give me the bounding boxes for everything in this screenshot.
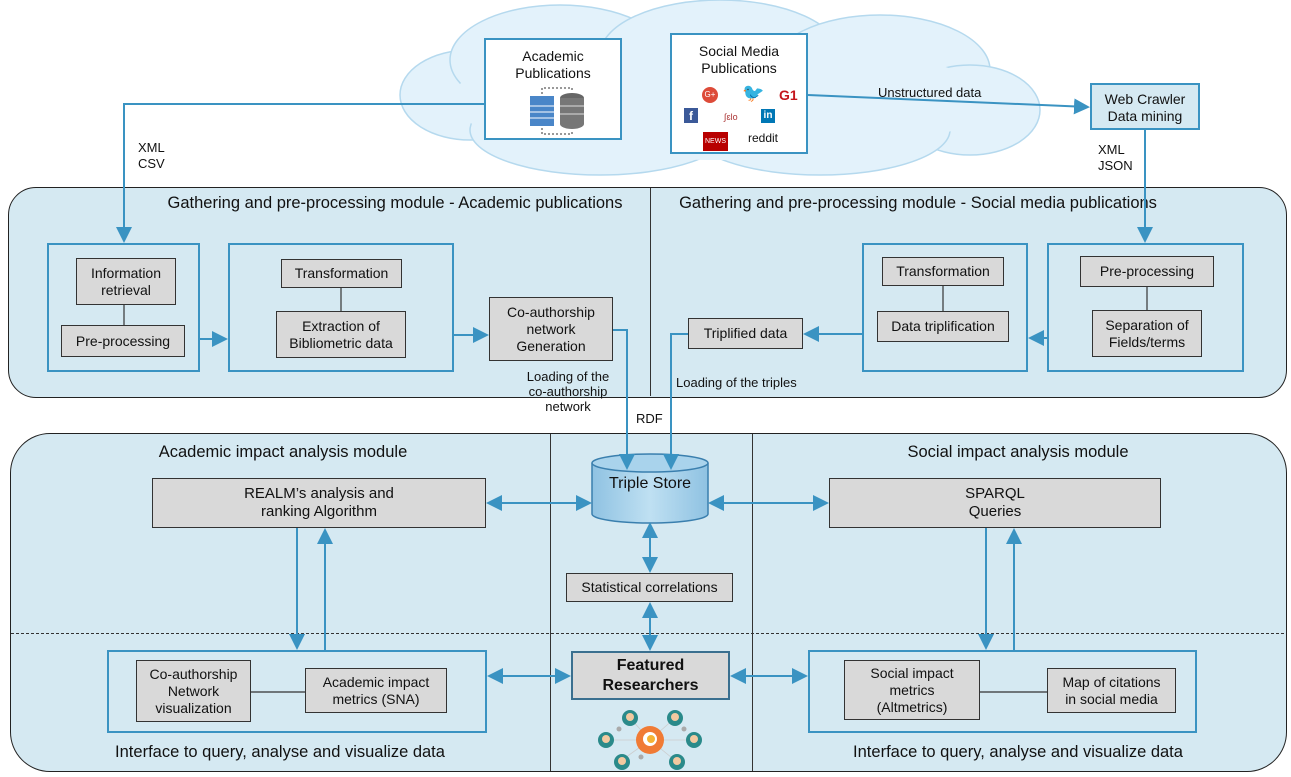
pre-processing-box-right: Pre-processing	[1080, 256, 1214, 287]
gathering-academic-title: Gathering and pre-processing module - Ac…	[167, 194, 623, 212]
sparql-queries-box: SPARQL Queries	[829, 478, 1161, 528]
csv-label: CSV	[138, 156, 165, 171]
academic-publications-source: Academic Publications	[484, 38, 622, 140]
academic-analysis-title: Academic impact analysis module	[158, 443, 408, 461]
social-media-label: Social Media Publications	[698, 43, 780, 76]
featured-researchers-box: Featured Researchers	[571, 651, 730, 700]
triple-store-label: Triple Store	[608, 475, 692, 492]
separation-box: Separation of Fields/terms	[1092, 310, 1202, 357]
google-plus-icon: G+	[702, 87, 718, 103]
pre-processing-box-left: Pre-processing	[61, 325, 185, 357]
retrieval-group	[47, 243, 200, 372]
gathering-social-title: Gathering and pre-processing module - So…	[679, 194, 1157, 212]
academic-publications-label: Academic Publications	[515, 48, 591, 81]
loading-network-label: Loading of the co-authorship network	[526, 369, 610, 414]
transformation-box-left: Transformation	[281, 259, 402, 288]
scielo-icon: ∫ɛlo	[724, 112, 738, 122]
document-database-icon	[530, 87, 584, 135]
divider-left	[550, 434, 551, 771]
loading-triples-label: Loading of the triples	[676, 375, 797, 390]
gathering-module	[8, 187, 1287, 398]
preprocessing-group-right	[1047, 243, 1244, 372]
coauthorship-generation-box: Co-authorship network Generation	[489, 297, 613, 361]
social-metrics-box: Social impact metrics (Altmetrics)	[844, 660, 980, 720]
xml-label-right: XML	[1098, 142, 1125, 157]
transformation-group-right	[862, 243, 1028, 372]
interface-left-label: Interface to query, analyse and visualiz…	[115, 743, 445, 761]
triplified-data-box: Triplified data	[688, 318, 803, 349]
coauthorship-visualization-box: Co-authorship Network visualization	[136, 660, 251, 722]
divider-right	[752, 434, 753, 771]
linkedin-icon: in	[761, 109, 775, 123]
unstructured-data-label: Unstructured data	[878, 85, 982, 100]
xml-label: XML	[138, 140, 165, 155]
g1-icon: G1	[779, 87, 798, 103]
statistical-correlations-box: Statistical correlations	[566, 573, 733, 602]
academic-interface-group	[107, 650, 487, 733]
interface-right-label: Interface to query, analyse and visualiz…	[853, 743, 1183, 761]
academic-metrics-box: Academic impact metrics (SNA)	[305, 668, 447, 713]
bbc-news-icon: NEWS	[703, 132, 728, 151]
module-divider	[650, 188, 651, 396]
json-label: JSON	[1098, 158, 1133, 173]
twitter-icon: 🐦	[742, 83, 765, 103]
web-crawler-box: Web Crawler Data mining	[1090, 83, 1200, 130]
extraction-box: Extraction of Bibliometric data	[276, 311, 406, 358]
facebook-icon: f	[684, 108, 698, 123]
rdf-label: RDF	[636, 411, 663, 426]
social-interface-group	[808, 650, 1197, 733]
social-analysis-title: Social impact analysis module	[907, 443, 1129, 461]
transformation-box-right: Transformation	[882, 257, 1004, 286]
map-citations-box: Map of citations in social media	[1047, 668, 1176, 713]
social-media-publications-source: Social Media Publications G+ 🐦 G1 f ∫ɛlo…	[670, 33, 808, 154]
realm-algorithm-box: REALM’s analysis and ranking Algorithm	[152, 478, 486, 528]
reddit-icon: reddit	[748, 131, 779, 145]
transformation-group-left	[228, 243, 454, 372]
information-retrieval-box: Information retrieval	[76, 258, 176, 305]
data-triplification-box: Data triplification	[877, 311, 1009, 342]
